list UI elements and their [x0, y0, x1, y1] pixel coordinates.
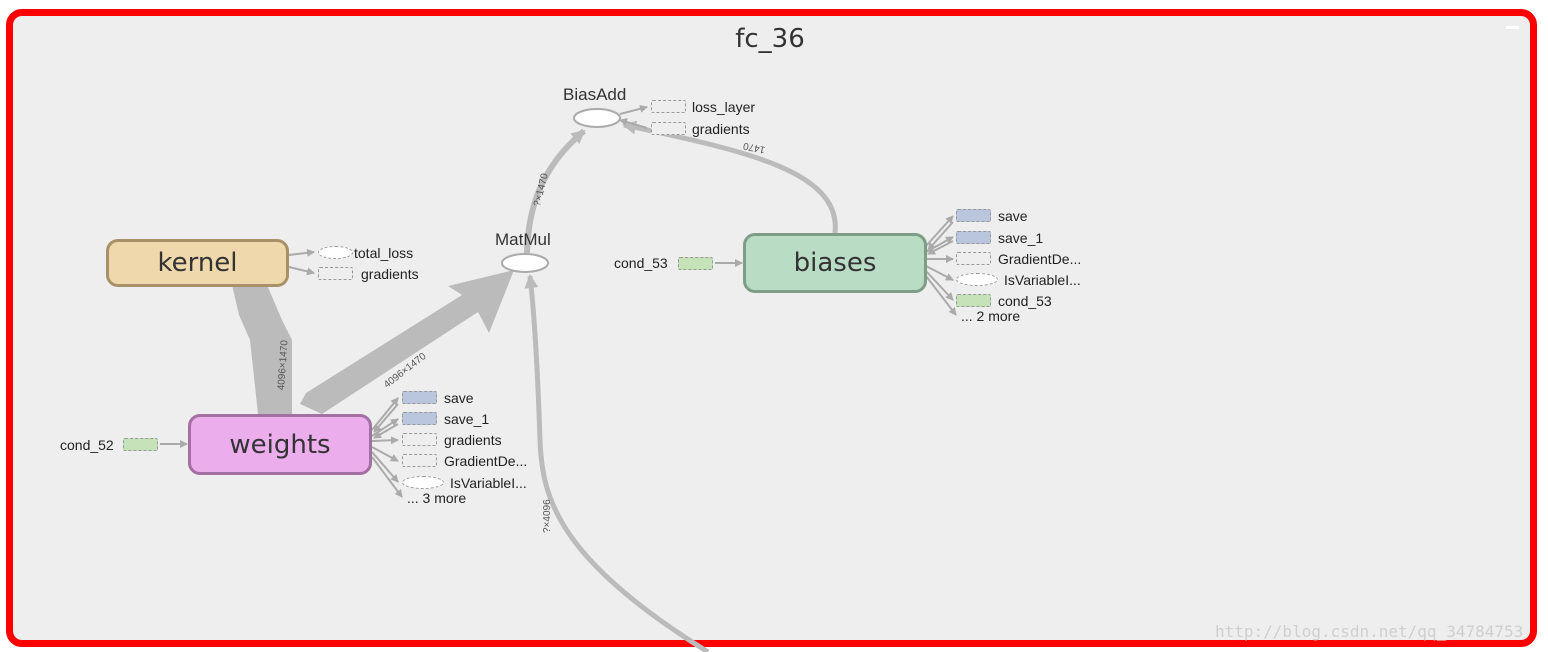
watermark: http://blog.csdn.net/qq_34784753	[1215, 622, 1524, 641]
weights-output-pill[interactable]	[402, 476, 444, 489]
biases-node[interactable]: biases	[743, 233, 927, 293]
biasadd-output-pill[interactable]	[651, 100, 686, 113]
collapse-button[interactable]	[1506, 26, 1519, 29]
biases-input-pill[interactable]	[678, 257, 713, 270]
weights-output-pill[interactable]	[402, 412, 437, 425]
edge-weights-matmul	[300, 270, 514, 414]
scope-title: fc_36	[735, 24, 805, 54]
edge-weights-kernel	[232, 285, 292, 414]
edge-kernel-total-loss	[288, 248, 315, 257]
biasadd-op[interactable]	[573, 108, 621, 128]
edge-biasadd-loss-layer	[619, 104, 648, 115]
kernel-output-pill[interactable]	[318, 246, 353, 259]
weights-more-link[interactable]: ... 3 more	[407, 490, 467, 506]
weights-node[interactable]: weights	[188, 414, 372, 475]
weights-output-label: IsVariableI...	[450, 475, 527, 491]
kernel-node[interactable]: kernel	[106, 239, 289, 287]
biases-input-label: cond_53	[614, 255, 668, 271]
biasadd-output-label: gradients	[692, 121, 750, 137]
biases-output-label: IsVariableI...	[1004, 272, 1081, 288]
kernel-output-label: gradients	[361, 266, 419, 282]
weights-output-label: save	[444, 390, 474, 406]
kernel-output-label: total_loss	[354, 245, 414, 261]
biases-output-label: GradientDe...	[998, 251, 1082, 267]
weights-output-label: save_1	[444, 411, 490, 427]
weights-input-label: cond_52	[60, 437, 114, 453]
edge-matmul-biasadd	[524, 128, 586, 254]
biases-output-label: save	[998, 208, 1028, 224]
biases-output-label: cond_53	[998, 293, 1052, 309]
matmul-op[interactable]	[501, 253, 549, 273]
biases-fanout-edges	[925, 215, 957, 316]
edge-biasadd-gradients	[619, 118, 648, 129]
weights-output-pill[interactable]	[402, 433, 437, 446]
edge-biases-biasadd	[622, 120, 838, 234]
biases-output-pill[interactable]	[956, 209, 991, 222]
biases-more-link[interactable]: ... 2 more	[961, 308, 1021, 324]
biasadd-output-pill[interactable]	[651, 122, 686, 135]
kernel-output-pill[interactable]	[318, 267, 353, 280]
matmul-label: MatMul	[495, 230, 551, 249]
biases-output-pill[interactable]	[956, 273, 998, 286]
edge-input-matmul	[524, 274, 710, 652]
biasadd-label: BiasAdd	[563, 85, 627, 104]
weights-output-label: GradientDe...	[444, 453, 528, 469]
biases-output-pill[interactable]	[956, 231, 991, 244]
weights-fanout-edges	[371, 397, 403, 498]
weights-output-label: gradients	[444, 432, 502, 448]
biases-output-label: save_1	[998, 230, 1044, 246]
weights-output-pill[interactable]	[402, 454, 437, 467]
edge-label-input-matmul: ?×4096	[542, 499, 553, 533]
biasadd-output-label: loss_layer	[692, 99, 756, 115]
weights-output-pill[interactable]	[402, 391, 437, 404]
biases-output-pill[interactable]	[956, 252, 991, 265]
weights-input-pill[interactable]	[123, 438, 158, 451]
edge-kernel-gradients	[288, 266, 315, 276]
biases-output-pill[interactable]	[956, 294, 991, 307]
